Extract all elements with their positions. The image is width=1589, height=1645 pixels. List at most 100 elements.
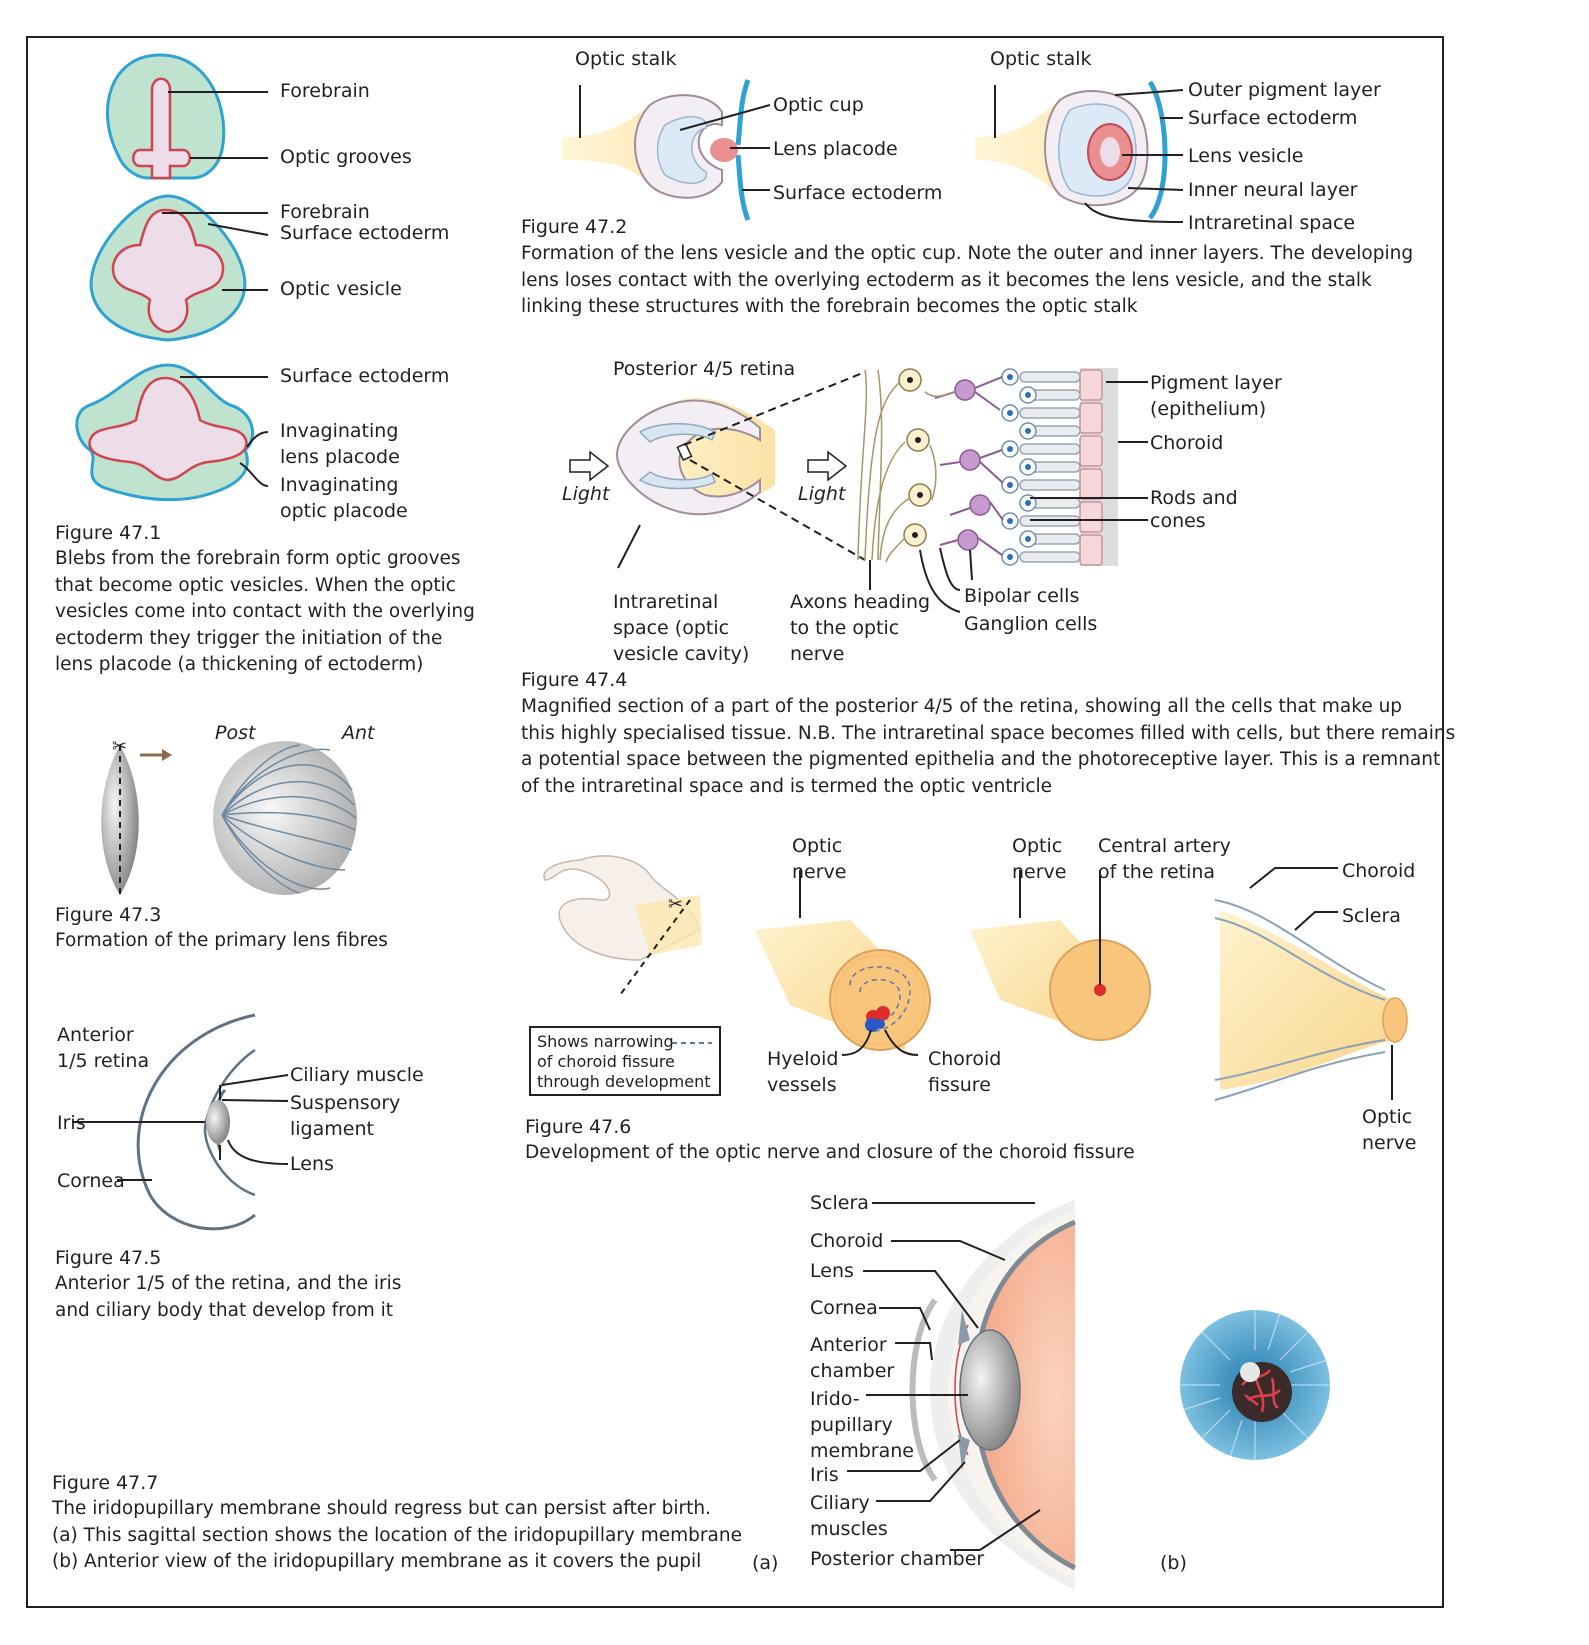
label-invaginating-optic-2: optic placode bbox=[280, 500, 408, 522]
label-pigment-layer-1: Pigment layer bbox=[1150, 372, 1282, 394]
label-sclera-476: Sclera bbox=[1342, 905, 1401, 927]
figure-473-caption: Formation of the primary lens fibres bbox=[55, 928, 388, 955]
label-lens-placode: Lens placode bbox=[773, 138, 898, 160]
caption-line: Blebs from the forebrain form optic groo… bbox=[55, 548, 461, 569]
label-axons-1: Axons heading bbox=[790, 591, 931, 613]
label-invaginating-lens-2: lens placode bbox=[280, 446, 400, 468]
label-optic-stalk-a: Optic stalk bbox=[575, 48, 677, 70]
label-invaginating-lens-1: Invaginating bbox=[280, 420, 399, 442]
label-suspensory-1: Suspensory bbox=[290, 1092, 401, 1114]
label-optic-nerve-a2: nerve bbox=[792, 861, 847, 883]
page-frame bbox=[26, 36, 1444, 1608]
svg-text:✂: ✂ bbox=[112, 736, 127, 757]
fig472-drawings bbox=[562, 79, 1184, 223]
label-light-2: Light bbox=[798, 483, 846, 505]
label-surface-ectoderm-a: Surface ectoderm bbox=[773, 182, 943, 204]
label-panel-a: (a) bbox=[752, 1552, 779, 1574]
legend-line-2: of choroid fissure bbox=[537, 1052, 675, 1071]
label-cornea: Cornea bbox=[57, 1170, 125, 1192]
label-ciliary-muscles-2: muscles bbox=[810, 1518, 888, 1540]
label-invaginating-optic-1: Invaginating bbox=[280, 474, 399, 496]
label-optic-nerve-b2: nerve bbox=[1012, 861, 1067, 883]
label-forebrain-middle: Forebrain bbox=[280, 201, 370, 223]
label-surface-ectoderm-b: Surface ectoderm bbox=[1188, 107, 1358, 129]
caption-line: lens placode (a thickening of ectoderm) bbox=[55, 654, 424, 675]
label-anterior-chamber-2: chamber bbox=[810, 1360, 895, 1382]
svg-text:✂: ✂ bbox=[668, 894, 683, 915]
label-intraretinal-2: space (optic bbox=[613, 617, 730, 639]
label-ant: Ant bbox=[342, 722, 375, 744]
label-optic-nerve-c1: Optic bbox=[1362, 1106, 1413, 1128]
figure-475-caption: Anterior 1/5 of the retina, and the iris… bbox=[55, 1271, 401, 1324]
label-ciliary-muscles-1: Ciliary bbox=[810, 1492, 870, 1514]
figure-473-title: Figure 47.3 bbox=[55, 904, 162, 926]
label-post: Post bbox=[215, 722, 256, 744]
caption-line: a potential space between the pigmented … bbox=[521, 749, 1441, 770]
label-intraretinal-space: Intraretinal space bbox=[1188, 212, 1356, 234]
caption-line: and ciliary body that develop from it bbox=[55, 1299, 393, 1321]
label-iris: Iris bbox=[57, 1112, 86, 1134]
figure-474-title: Figure 47.4 bbox=[521, 669, 628, 691]
label-surface-ectoderm-2: Surface ectoderm bbox=[280, 365, 450, 387]
caption-line: Development of the optic nerve and closu… bbox=[525, 1142, 1135, 1163]
figure-475-title: Figure 47.5 bbox=[55, 1247, 162, 1269]
figure-471-title: Figure 47.1 bbox=[55, 522, 162, 544]
label-choroid-fissure-2: fissure bbox=[928, 1074, 991, 1096]
label-sclera-477: Sclera bbox=[810, 1192, 869, 1214]
label-bipolar-cells: Bipolar cells bbox=[964, 585, 1080, 607]
fig476-drawings: ✂ bbox=[529, 855, 1408, 1101]
label-optic-nerve-a1: Optic bbox=[792, 835, 843, 857]
label-anterior-1: Anterior bbox=[57, 1024, 134, 1046]
label-central-artery-1: Central artery bbox=[1098, 835, 1231, 857]
legend-line-3: through development bbox=[537, 1072, 711, 1091]
label-suspensory-2: ligament bbox=[290, 1118, 374, 1140]
label-posterior-retina: Posterior 4/5 retina bbox=[613, 358, 796, 380]
label-lens: Lens bbox=[290, 1153, 334, 1175]
label-outer-pigment-layer: Outer pigment layer bbox=[1188, 79, 1381, 101]
caption-line: this highly specialised tissue. N.B. The… bbox=[521, 722, 1456, 744]
fig473-drawings: ✂ bbox=[101, 736, 357, 895]
caption-line: Magnified section of a part of the poste… bbox=[521, 696, 1403, 717]
label-optic-nerve-c2: nerve bbox=[1362, 1132, 1417, 1154]
figure-477-caption: The iridopupillary membrane should regre… bbox=[52, 1496, 742, 1576]
figure-472-caption: Formation of the lens vesicle and the op… bbox=[521, 241, 1413, 321]
label-rods-and-cones-2: cones bbox=[1150, 510, 1206, 532]
figure-471-caption: Blebs from the forebrain form optic groo… bbox=[55, 546, 475, 679]
label-optic-grooves: Optic grooves bbox=[280, 146, 412, 168]
caption-line: Anterior 1/5 of the retina, and the iris bbox=[55, 1273, 402, 1294]
label-hyeloid-1: Hyeloid bbox=[767, 1048, 839, 1070]
label-panel-b: (b) bbox=[1160, 1552, 1187, 1574]
label-posterior-chamber: Posterior chamber bbox=[810, 1548, 985, 1570]
label-choroid-477: Choroid bbox=[810, 1230, 884, 1252]
label-optic-vesicle: Optic vesicle bbox=[280, 278, 402, 300]
label-axons-2: to the optic bbox=[790, 617, 900, 639]
label-surface-ectoderm-1: Surface ectoderm bbox=[280, 222, 450, 244]
fig475-drawings bbox=[72, 1013, 289, 1231]
label-optic-nerve-b1: Optic bbox=[1012, 835, 1063, 857]
label-inner-neural-layer: Inner neural layer bbox=[1188, 179, 1358, 201]
caption-line: linking these structures with the forebr… bbox=[521, 296, 1138, 317]
label-lens-vesicle: Lens vesicle bbox=[1188, 145, 1304, 167]
label-axons-3: nerve bbox=[790, 643, 845, 665]
figure-476-title: Figure 47.6 bbox=[525, 1116, 632, 1138]
caption-line: ectoderm they trigger the initiation of … bbox=[55, 627, 443, 649]
caption-line: Formation of the lens vesicle and the op… bbox=[521, 243, 1414, 264]
label-pigment-layer-2: (epithelium) bbox=[1150, 398, 1267, 420]
figure-474-caption: Magnified section of a part of the poste… bbox=[521, 694, 1455, 800]
caption-line: (a) This sagittal section shows the loca… bbox=[52, 1524, 742, 1546]
caption-line: Formation of the primary lens fibres bbox=[55, 930, 388, 951]
label-anterior-2: 1/5 retina bbox=[57, 1050, 150, 1072]
label-iris-477: Iris bbox=[810, 1464, 839, 1486]
label-iridopupillary-2: pupillary bbox=[810, 1414, 893, 1436]
label-anterior-chamber-1: Anterior bbox=[810, 1334, 887, 1356]
label-cornea-477: Cornea bbox=[810, 1297, 878, 1319]
fig471-drawings bbox=[75, 53, 269, 502]
label-ganglion-cells: Ganglion cells bbox=[964, 613, 1098, 635]
caption-line: of the intraretinal space and is termed … bbox=[521, 775, 1053, 797]
caption-line: vesicles come into contact with the over… bbox=[55, 601, 475, 622]
label-choroid: Choroid bbox=[1150, 432, 1224, 454]
label-iridopupillary-3: membrane bbox=[810, 1440, 914, 1462]
fig474-drawings bbox=[569, 368, 1148, 613]
label-optic-stalk-b: Optic stalk bbox=[990, 48, 1092, 70]
label-central-artery-2: of the retina bbox=[1098, 861, 1216, 883]
